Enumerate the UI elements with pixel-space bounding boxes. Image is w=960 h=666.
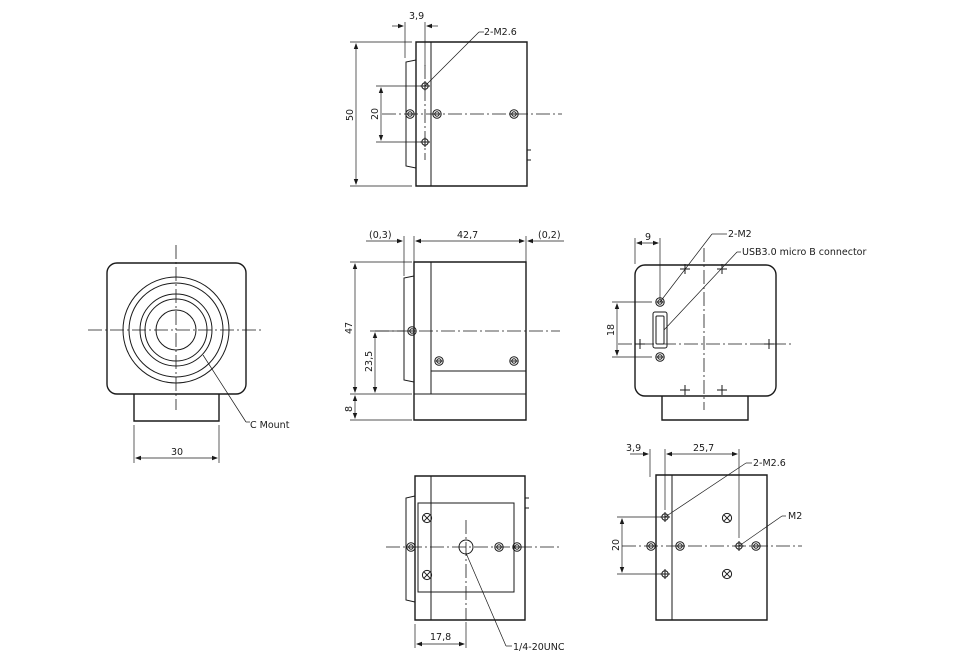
front-mount-label: C Mount — [250, 420, 290, 431]
side-dim-height: 47 — [344, 322, 355, 334]
rear-dim-offset: 9 — [645, 232, 651, 243]
right-dim-offset: 3,9 — [626, 443, 641, 454]
right-dim-pitch-h: 25,7 — [693, 443, 714, 454]
side-view: (0,3) 42,7 (0,2) 47 23,5 8 — [344, 230, 564, 421]
top-view: 3,9 2-M2.6 50 20 — [345, 11, 562, 187]
right-hole-callout: 2-M2.6 — [753, 458, 786, 469]
front-dim-width: 30 — [171, 447, 183, 458]
side-dim-front-gap: (0,3) — [369, 230, 392, 241]
front-view: C Mount 30 — [88, 245, 290, 463]
right-dim-pitch: 20 — [611, 539, 622, 551]
top-hole-callout: 2-M2.6 — [484, 27, 517, 38]
side-dim-rear-gap: (0,2) — [538, 230, 561, 241]
bottom-dim-offset: 17,8 — [430, 632, 451, 643]
rear-connector-label: USB3.0 micro B connector — [742, 247, 866, 258]
bottom-tripod-label: 1/4-20UNC — [513, 642, 565, 653]
side-dim-center: 23,5 — [364, 351, 375, 372]
rear-hole-callout: 2-M2 — [728, 229, 752, 240]
top-dim-pitch: 20 — [370, 108, 381, 120]
top-dim-height: 50 — [345, 109, 356, 121]
right-hole-callout-small: M2 — [788, 511, 802, 522]
bottom-view: 1/4-20UNC 17,8 — [386, 475, 565, 653]
side-dim-base: 8 — [344, 406, 355, 412]
side-dim-length: 42,7 — [457, 230, 478, 241]
rear-dim-connector: 18 — [606, 324, 617, 336]
rear-view: 9 2-M2 USB3.0 micro B connector 18 — [606, 229, 866, 421]
right-view: 3,9 25,7 2-M2.6 M2 20 — [611, 443, 802, 621]
top-dim-offset: 3,9 — [409, 11, 424, 22]
